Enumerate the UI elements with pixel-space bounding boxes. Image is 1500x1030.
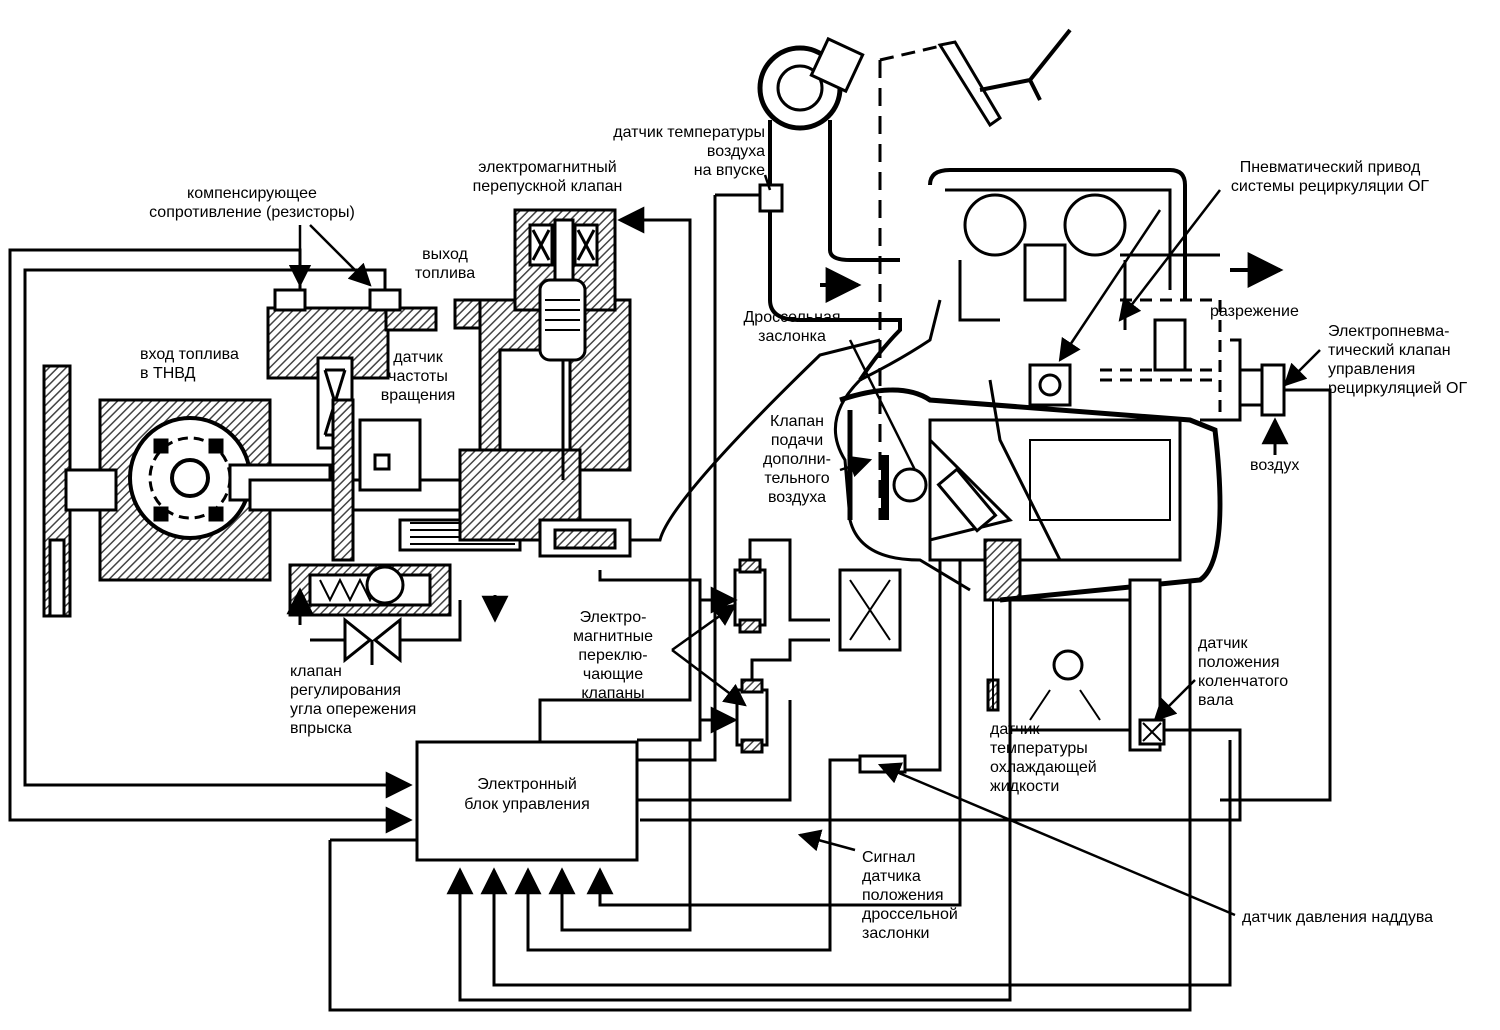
intake-temp-sensor-body [758,183,784,213]
egr-actuator-label: Пневматический привод системы рециркуляц… [1230,159,1430,195]
vacuum-label: разрежение [1210,303,1299,320]
boost-sensor-label: датчик давления наддува [1242,909,1434,926]
resistors-label: компенсирующее сопротивление (резисторы) [149,185,355,221]
egr-solenoid-valve [1200,338,1332,802]
ecu-label: Электронный блок управления [464,776,590,813]
switching-solenoid-valves [733,538,902,754]
accelerator-pedal [937,40,1002,128]
air-label: воздух [1250,457,1300,474]
intake-duct [768,120,902,382]
solenoid-bypass-valve [513,208,617,480]
egr-solenoid-label: Электропневма- тический клапан управлени… [1328,323,1468,397]
fuel-out-label: выход топлива [414,246,476,282]
injection-pump [42,288,632,618]
turbo-compressor [963,193,1027,257]
crank-sensor-label: датчик положения коленчатого вала [1198,635,1289,709]
solenoid-bypass-label: электромагнитный перепускной клапан [472,159,623,195]
timing-valve-label: клапан регулирования угла опережения впр… [290,663,417,737]
coolant-sensor-label: датчик температуры охлаждающей жидкости [990,721,1097,795]
boost-sensor-body [858,754,907,774]
throttle-position-signal-label: Сигнал датчика положения дроссельной зас… [862,849,958,942]
intake-temp-sensor-label: датчик температуры воздуха на впуске [613,124,765,179]
turbocharger-and-engine [757,28,1223,752]
wiring [8,193,1289,1012]
fuel-in-label: вход топлива в ТНВД [140,346,239,382]
leader-lines [288,174,1321,917]
aux-air-valve-label: Клапан подачи дополни- тельного воздуха [763,413,831,506]
throttle-valve-label: Дроссельная заслонка [743,309,841,345]
switching-valves-label: Электро- магнитные переклю- чающие клапа… [572,609,654,702]
injector [936,467,998,533]
speed-sensor-label: датчик частоты вращения [380,349,456,404]
turbo-housing [928,168,1187,300]
